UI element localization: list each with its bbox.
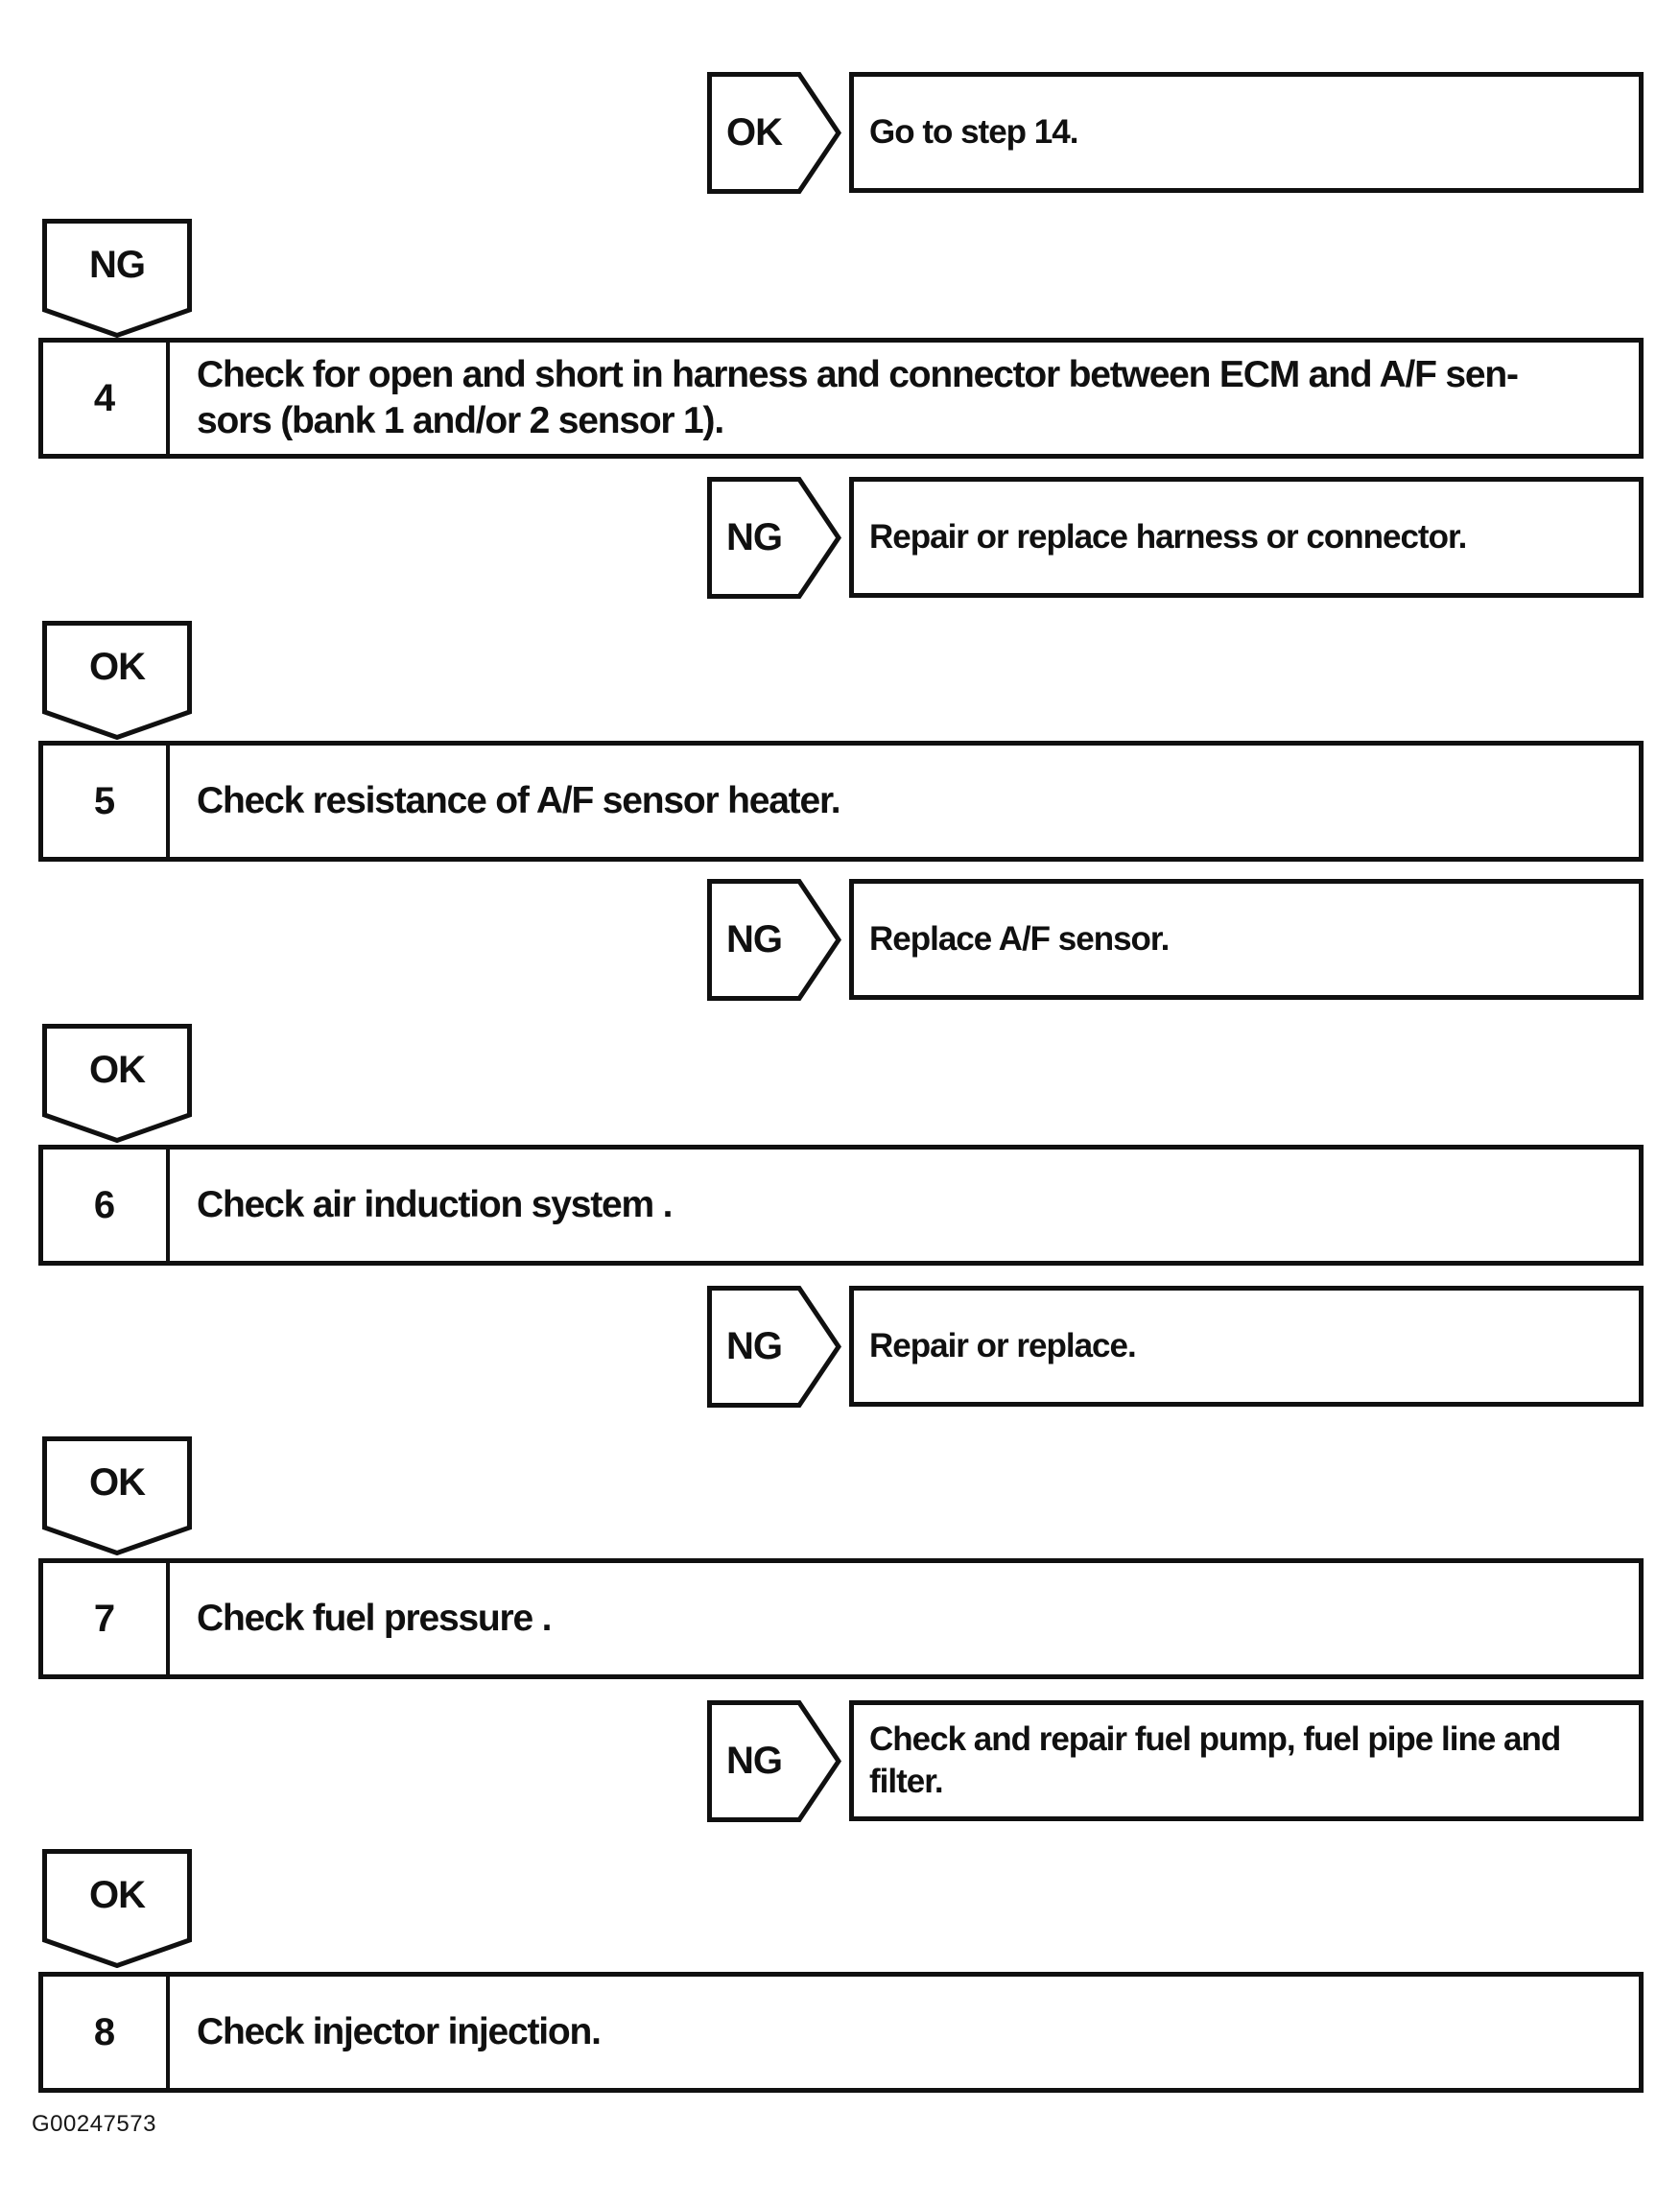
badge-label: OK	[726, 111, 783, 154]
right-arrow-pentagon-icon	[707, 72, 841, 194]
step-instruction: Check injector injection.	[170, 2009, 602, 2055]
result-box-repair-fuel-pump: Check and repair fuel pump, fuel pipe li…	[849, 1700, 1644, 1821]
result-text: Go to step 14.	[869, 113, 1078, 151]
step-row-5: 5 Check resistance of A/F sensor heater.	[38, 741, 1644, 862]
ok-down-connector: OK	[42, 1436, 192, 1555]
connector-label: OK	[89, 1873, 146, 1916]
connector-label: OK	[89, 645, 146, 688]
ng-branch-badge: NG	[707, 879, 841, 1001]
step-row-6: 6 Check air induction system .	[38, 1145, 1644, 1266]
badge-label: NG	[726, 1325, 783, 1367]
down-arrow-pentagon-icon	[42, 621, 192, 740]
step-instruction: Check for open and short in harness and …	[170, 352, 1519, 444]
badge-label: NG	[726, 516, 783, 558]
step-number: 8	[43, 1977, 170, 2088]
right-arrow-pentagon-icon	[707, 1700, 841, 1822]
result-text: Repair or replace.	[869, 1327, 1137, 1364]
step-instruction-line: Check injector injection.	[197, 2011, 602, 2052]
step-instruction-line: Check for open and short in harness and …	[197, 354, 1519, 395]
connector-label: OK	[89, 1460, 146, 1504]
ng-branch-badge: NG	[707, 477, 841, 599]
down-arrow-pentagon-icon	[42, 1849, 192, 1968]
connector-label: OK	[89, 1048, 146, 1091]
ok-down-connector: OK	[42, 1024, 192, 1143]
result-text: Check and repair fuel pump, fuel pipe li…	[869, 1720, 1561, 1758]
step-number: 7	[43, 1563, 170, 1674]
step-row-8: 8 Check injector injection.	[38, 1972, 1644, 2093]
step-number: 4	[43, 343, 170, 454]
result-text: Repair or replace harness or connector.	[869, 518, 1467, 556]
down-arrow-pentagon-icon	[42, 1436, 192, 1555]
down-arrow-pentagon-icon	[42, 219, 192, 338]
result-box-replace-sensor: Replace A/F sensor.	[849, 879, 1644, 1000]
down-arrow-pentagon-icon	[42, 1024, 192, 1143]
ok-branch-badge: OK	[707, 72, 841, 194]
step-instruction: Check fuel pressure .	[170, 1596, 552, 1642]
step-number: 5	[43, 746, 170, 857]
step-instruction: Check air induction system .	[170, 1182, 673, 1228]
ok-down-connector: OK	[42, 1849, 192, 1968]
right-arrow-pentagon-icon	[707, 477, 841, 599]
result-box-go-to-step-14: Go to step 14.	[849, 72, 1644, 193]
badge-label: NG	[726, 918, 783, 960]
result-text: filter.	[869, 1763, 944, 1800]
step-row-4: 4 Check for open and short in harness an…	[38, 338, 1644, 459]
result-box-repair-or-replace: Repair or replace.	[849, 1286, 1644, 1407]
step-instruction-line: Check resistance of A/F sensor heater.	[197, 780, 841, 821]
right-arrow-pentagon-icon	[707, 879, 841, 1001]
step-row-7: 7 Check fuel pressure .	[38, 1558, 1644, 1679]
step-instruction-line: Check fuel pressure .	[197, 1598, 552, 1639]
ng-down-connector: NG	[42, 219, 192, 338]
step-instruction-line: sors (bank 1 and/or 2 sensor 1).	[197, 400, 724, 441]
ng-branch-badge: NG	[707, 1286, 841, 1408]
step-instruction-line: Check air induction system .	[197, 1184, 673, 1225]
connector-label: NG	[89, 243, 146, 286]
step-instruction: Check resistance of A/F sensor heater.	[170, 778, 841, 824]
figure-code: G00247573	[32, 2111, 156, 2137]
step-number: 6	[43, 1150, 170, 1261]
badge-label: NG	[726, 1740, 783, 1782]
ng-branch-badge: NG	[707, 1700, 841, 1822]
result-text: Replace A/F sensor.	[869, 920, 1170, 958]
right-arrow-pentagon-icon	[707, 1286, 841, 1408]
result-box-repair-harness: Repair or replace harness or connector.	[849, 477, 1644, 598]
ok-down-connector: OK	[42, 621, 192, 740]
